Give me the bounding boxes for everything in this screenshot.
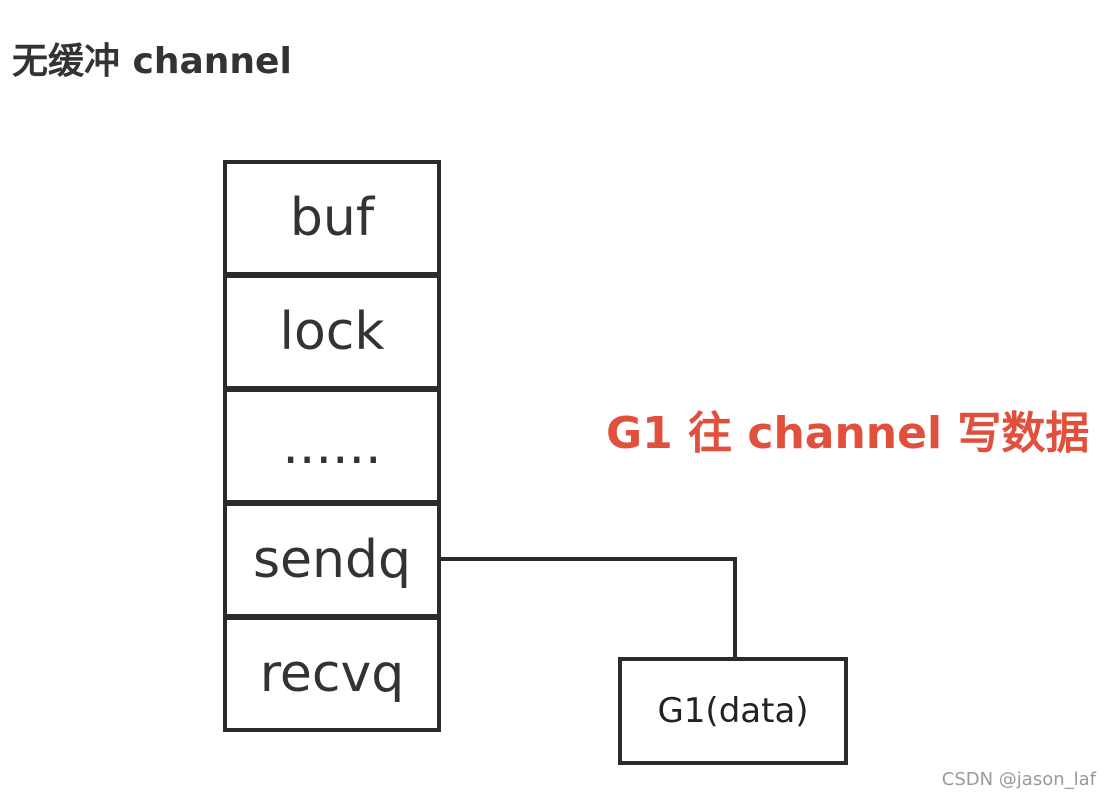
field-sendq: sendq — [223, 502, 441, 618]
page-title: 无缓冲 channel — [12, 41, 292, 82]
goroutine-g1-box: G1(data) — [618, 657, 848, 765]
sendq-connector-line — [441, 557, 737, 657]
hchan-struct-stack: buf lock ...... sendq recvq — [223, 160, 441, 732]
field-ellipsis: ...... — [223, 388, 441, 504]
action-caption: G1 往 channel 写数据 — [606, 408, 1090, 459]
watermark: CSDN @jason_laf — [941, 769, 1096, 790]
field-buf: buf — [223, 160, 441, 276]
field-recvq: recvq — [223, 616, 441, 732]
field-lock: lock — [223, 274, 441, 390]
